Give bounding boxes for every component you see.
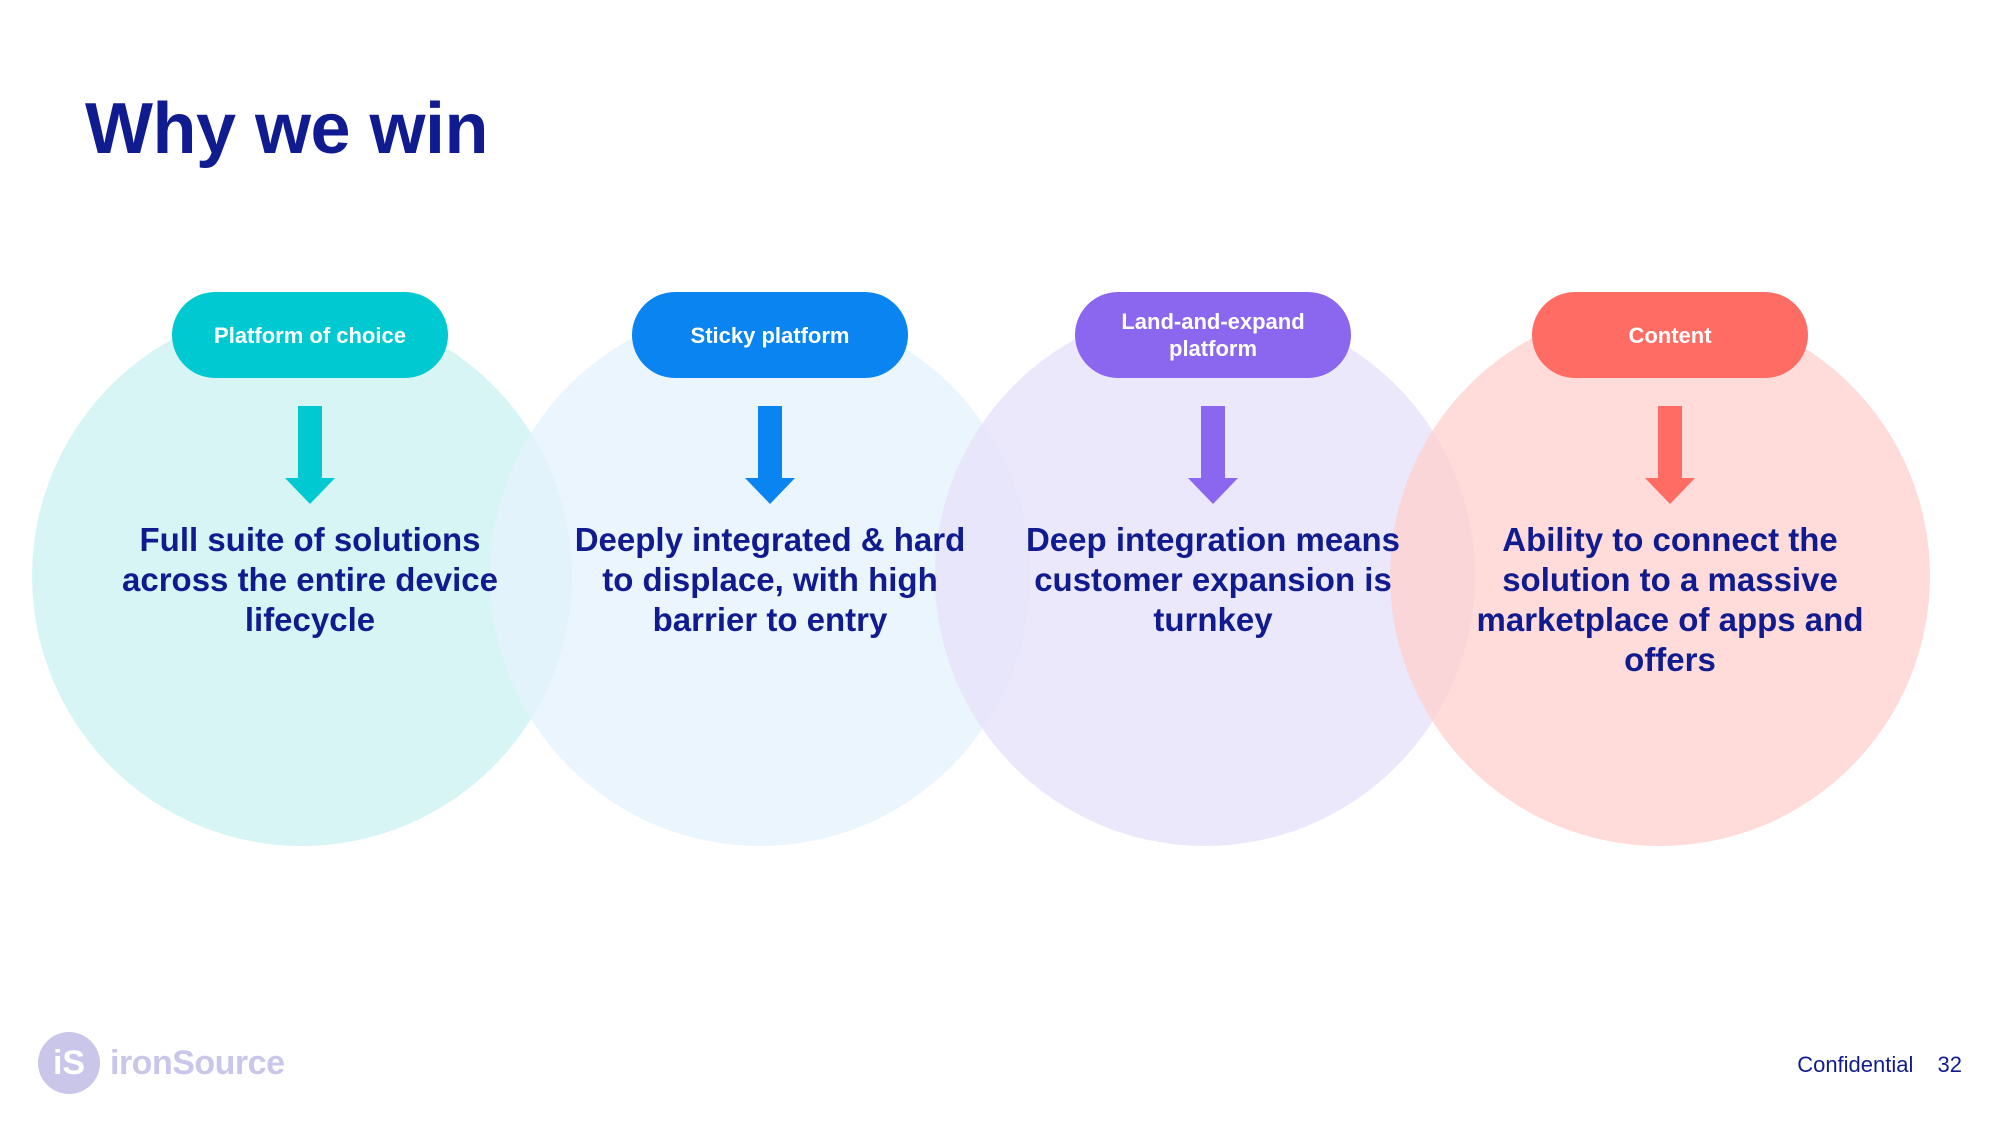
page-number: 32 <box>1937 1052 1962 1077</box>
pillar-3-description: Deep integration means customer expansio… <box>1025 521 1401 638</box>
pillar-4-circle <box>1390 306 1930 846</box>
pillar-1-description: Full suite of solutions across the entir… <box>121 521 499 638</box>
logo-badge-icon: iS <box>38 1032 100 1094</box>
footer: Confidential 32 <box>1797 1052 1962 1078</box>
confidential-label: Confidential <box>1797 1052 1914 1077</box>
pillar-3-arrow-down-icon <box>1188 406 1238 504</box>
page-title: Why we win <box>85 89 489 169</box>
pillar-2-label: Sticky platform <box>632 292 908 378</box>
pillar-4-label: Content <box>1532 292 1808 378</box>
logo-wordmark: ironSource <box>110 1043 285 1082</box>
pillar-1-label: Platform of choice <box>172 292 448 378</box>
pillar-3-circle <box>935 306 1475 846</box>
pillar-4-description: Ability to connect the solution to a mas… <box>1476 521 1864 678</box>
ironsource-logo: iS ironSource <box>38 1032 285 1094</box>
pillar-2-arrow-down-icon <box>745 406 795 504</box>
pillar-1-circle <box>32 306 572 846</box>
pillar-3-label: Land-and-expand platform <box>1075 292 1351 378</box>
pillar-1-arrow-down-icon <box>285 406 335 504</box>
pillar-4-arrow-down-icon <box>1645 406 1695 504</box>
pillar-2-description: Deeply integrated & hard to displace, wi… <box>574 521 966 638</box>
